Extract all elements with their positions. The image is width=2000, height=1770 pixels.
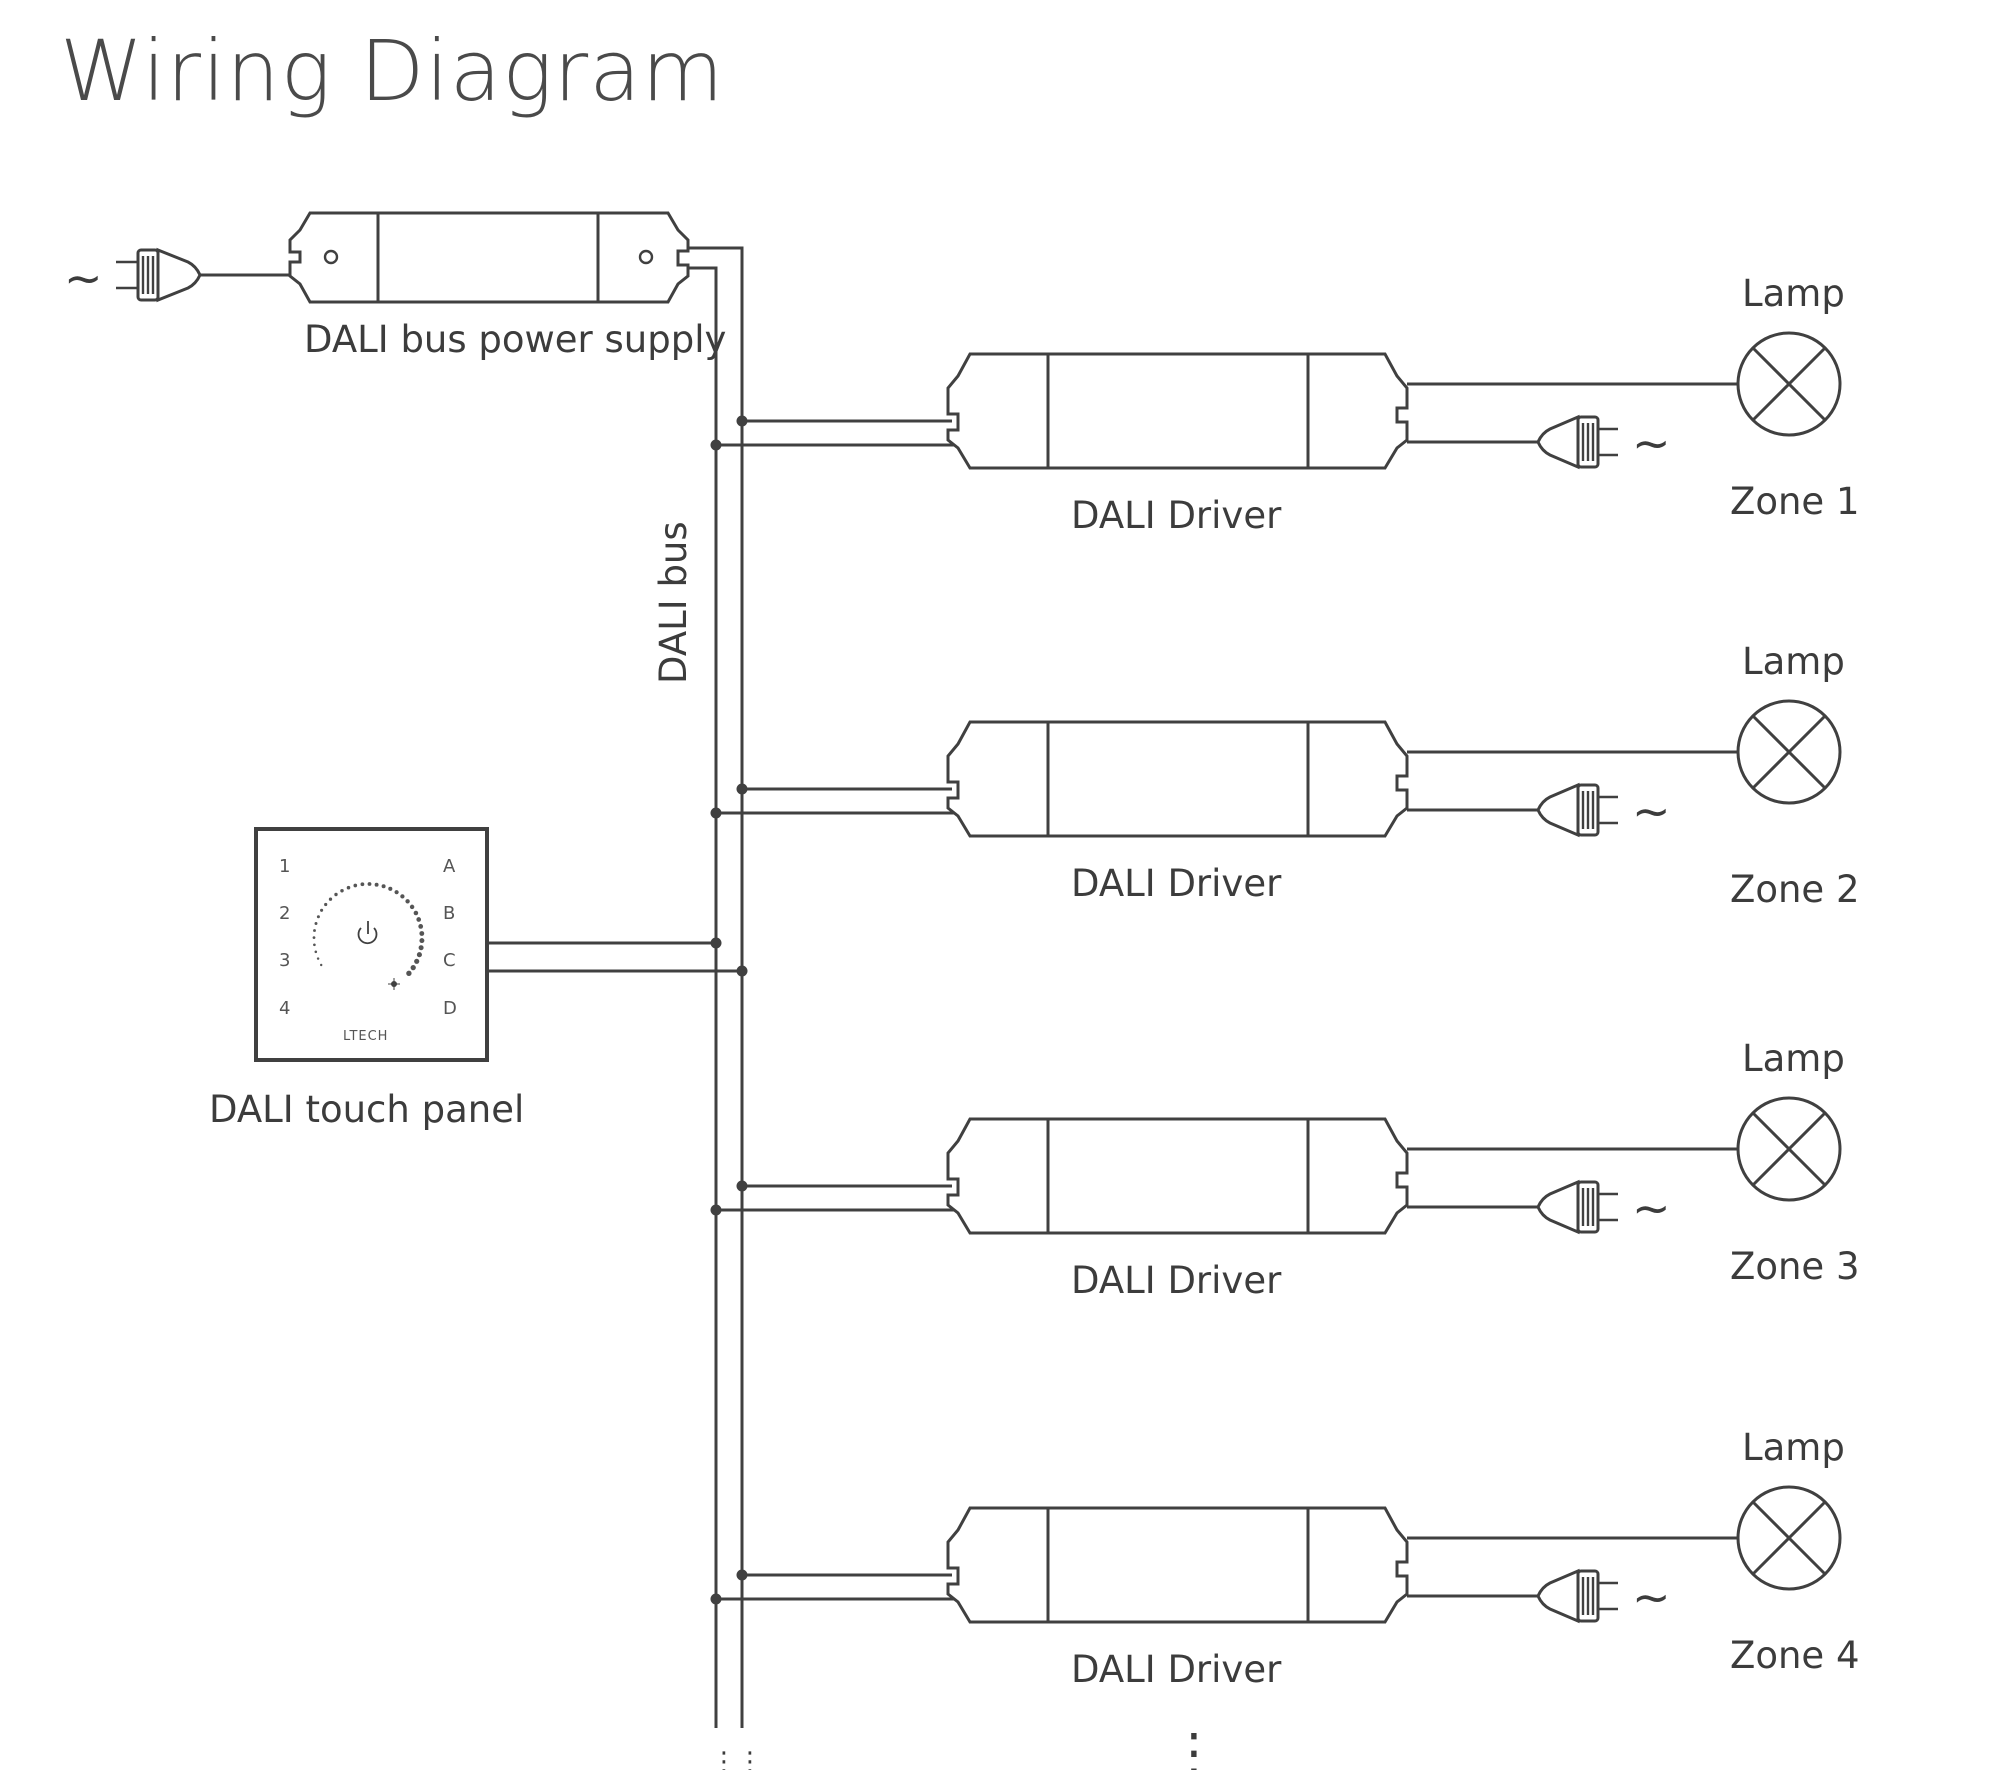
mains-plug-icon [116, 247, 292, 303]
mains-plug-icon [1536, 414, 1618, 470]
panel-key-d: D [443, 998, 457, 1019]
mains-plug-icon [1536, 1568, 1618, 1624]
panel-key-a: A [443, 856, 456, 877]
dali-driver-unit [946, 352, 1409, 470]
driver-label: DALI Driver [1071, 1648, 1282, 1691]
ac-mains-symbol: ~ [64, 251, 103, 305]
zone-label: Zone 2 [1730, 868, 1860, 911]
dali-driver-unit [946, 1117, 1409, 1235]
page-title: Wiring Diagram [60, 22, 725, 120]
dali-bus: DALI bus ⋮ ⋮ [652, 521, 763, 1770]
lamp-icon [1736, 331, 1842, 437]
driver-label: DALI Driver [1071, 494, 1282, 537]
mains-plug-icon [1536, 1179, 1618, 1235]
bus-continuation-dots: ⋮ [711, 1747, 737, 1770]
ac-mains-symbol: ~ [1632, 784, 1671, 838]
panel-key-b: B [443, 903, 455, 924]
zone-label: Zone 1 [1730, 480, 1860, 523]
ac-mains-symbol: ~ [1632, 416, 1671, 470]
lamp-icon [1736, 699, 1842, 805]
lamp-label: Lamp [1742, 1037, 1845, 1080]
dimmer-ring-icon [312, 882, 425, 976]
zone-label: Zone 3 [1730, 1245, 1860, 1288]
power-supply-label: DALI bus power supply [304, 318, 726, 361]
lamp-label: Lamp [1742, 272, 1845, 315]
brand-logo: LTECH [343, 1029, 388, 1044]
driver-label: DALI Driver [1071, 1259, 1282, 1302]
touch-panel-label: DALI touch panel [209, 1088, 524, 1131]
dali-touch-panel: 1 2 3 4 A B C D LTECH DALI touch panel [209, 827, 748, 1131]
bus-continuation-dots: ⋮ [737, 1747, 763, 1770]
lamp-label: Lamp [1742, 640, 1845, 683]
ac-mains-symbol: ~ [1632, 1570, 1671, 1624]
ac-mains-symbol: ~ [1632, 1181, 1671, 1235]
dali-driver-unit [946, 1506, 1409, 1624]
panel-key-3: 3 [279, 950, 290, 971]
dali-bus-power-supply: ~ DALI bus power supply [64, 211, 744, 1728]
power-icon [357, 921, 378, 945]
brightness-icon [388, 978, 400, 990]
driver-label: DALI Driver [1071, 862, 1282, 905]
lamp-icon [1736, 1485, 1842, 1591]
lamp-icon [1736, 1096, 1842, 1202]
panel-key-2: 2 [279, 903, 290, 924]
zone-label: Zone 4 [1730, 1634, 1860, 1677]
more-drivers-dots: ⋮ [1168, 1723, 1220, 1770]
panel-key-4: 4 [279, 998, 290, 1019]
dali-bus-label: DALI bus [652, 521, 695, 684]
mains-plug-icon [1536, 782, 1618, 838]
dali-driver-unit [946, 720, 1409, 838]
lamp-label: Lamp [1742, 1426, 1845, 1469]
panel-key-1: 1 [279, 856, 290, 877]
panel-key-c: C [443, 950, 456, 971]
